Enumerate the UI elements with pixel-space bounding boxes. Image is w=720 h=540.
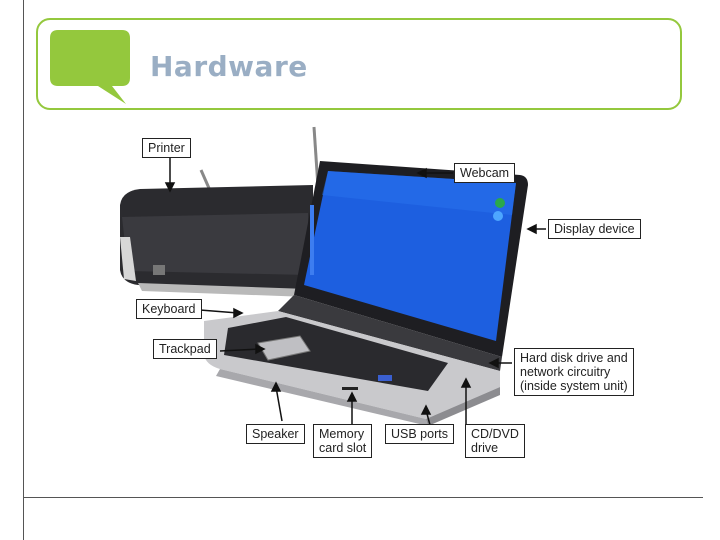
label-cd-dvd-drive: CD/DVD drive [465, 424, 525, 458]
slide-title: Hardware [150, 50, 308, 83]
laptop-image [204, 161, 528, 426]
callout-arrows [164, 158, 546, 426]
speech-bubble-icon [50, 30, 130, 104]
label-usb-ports: USB ports [385, 424, 454, 444]
left-vertical-rule [23, 0, 24, 540]
label-printer: Printer [142, 138, 191, 158]
printer-image [120, 126, 320, 297]
label-display-device: Display device [548, 219, 641, 239]
label-speaker: Speaker [246, 424, 305, 444]
title-banner [36, 18, 682, 110]
hardware-illustration [120, 126, 546, 426]
label-trackpad: Trackpad [153, 339, 217, 359]
bottom-horizontal-rule [23, 497, 703, 498]
label-memory-card-slot: Memory card slot [313, 424, 373, 458]
label-keyboard: Keyboard [136, 299, 202, 319]
label-hard-disk-drive: Hard disk drive and network circuitry (i… [514, 348, 634, 396]
label-webcam: Webcam [454, 163, 516, 183]
